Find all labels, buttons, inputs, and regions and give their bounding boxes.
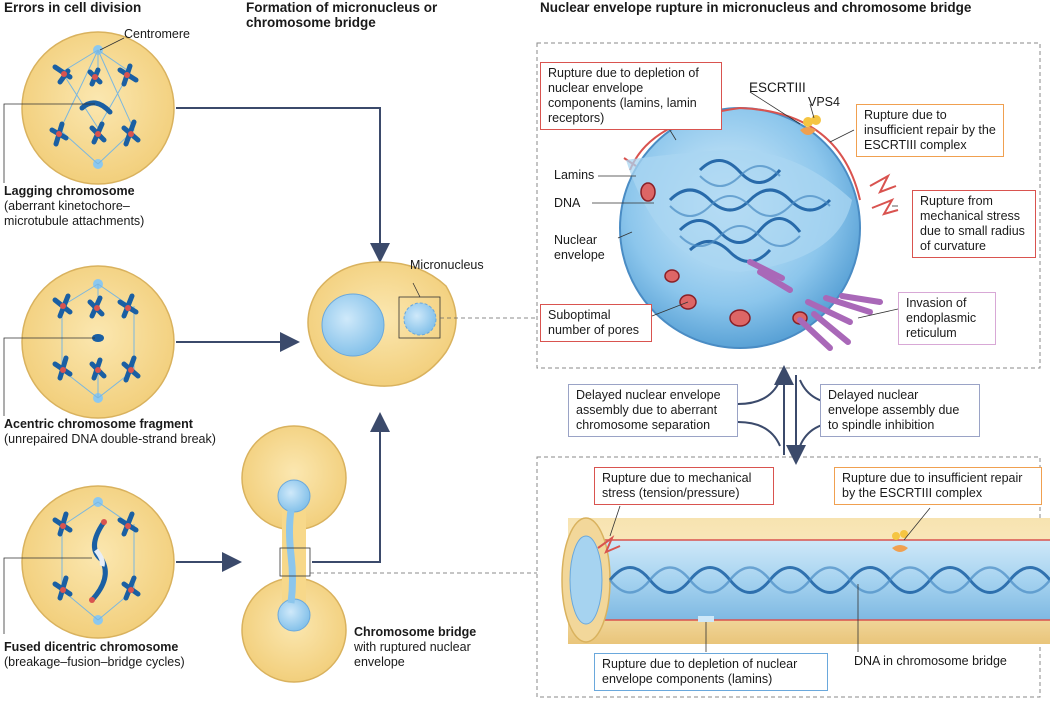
escrtiii-label: ESCRTIII <box>749 80 806 95</box>
lagging-desc: (aberrant kinetochore–microtubule attach… <box>4 199 145 228</box>
col1-pointers <box>3 37 125 634</box>
dna-bridge-label: DNA in chromosome bridge <box>854 654 1007 668</box>
lamins-label: Lamins <box>554 168 595 182</box>
cross-arrows <box>737 365 843 465</box>
bridge-desc: with ruptured nuclear envelope <box>354 640 471 669</box>
header-errors: Errors in cell division <box>4 0 142 15</box>
flow-arrows <box>176 107 390 572</box>
bridge-title: Chromosome bridge <box>354 625 477 639</box>
rupture-mechanical-box: Rupture from mechanical stress due to sm… <box>912 190 1036 258</box>
header-rupture: Nuclear envelope rupture in micronucleus… <box>540 0 972 15</box>
acentric-desc: (unrepaired DNA double-strand break) <box>4 432 216 446</box>
centromere-label: Centromere <box>124 27 190 41</box>
micronucleus-sphere <box>619 106 899 351</box>
bridge-rupture-lamins-box: Rupture due to depletion of nuclear enve… <box>594 653 828 691</box>
cell-lagging <box>21 31 175 185</box>
er-strands <box>747 259 883 351</box>
rupture-depletion-box: Rupture due to depletion of nuclear enve… <box>540 62 722 130</box>
acentric-title: Acentric chromosome fragment <box>4 417 193 431</box>
rupture-repair-box: Rupture due to insufficient repair by th… <box>856 104 1004 157</box>
nuclear-envelope-label: Nuclear envelope <box>554 233 605 262</box>
cell-acentric <box>21 265 175 419</box>
bridge-cell <box>241 425 347 683</box>
delayed-separation-box: Delayed nuclear envelope assembly due to… <box>568 384 738 437</box>
suboptimal-pores-box: Suboptimal number of pores <box>540 304 652 342</box>
bridge-rupture-mechanical-box: Rupture due to mechanical stress (tensio… <box>594 467 774 505</box>
micronucleus-cell <box>307 261 457 387</box>
cell-fused <box>21 485 175 639</box>
bridge-tube <box>561 517 1050 644</box>
delayed-spindle-box: Delayed nuclear envelope assembly due to… <box>820 384 980 437</box>
fused-desc: (breakage–fusion–bridge cycles) <box>4 655 185 669</box>
bridge-rupture-repair-box: Rupture due to insufficient repair by th… <box>834 467 1042 505</box>
lagging-title: Lagging chromosome <box>4 184 135 198</box>
micronucleus-label: Micronucleus <box>410 258 484 272</box>
vps4-label: VPS4 <box>808 95 840 109</box>
header-formation: Formation of micronucleus or chromosome … <box>246 0 438 30</box>
dna-label: DNA <box>554 196 581 210</box>
er-invasion-box: Invasion of endoplasmic reticulum <box>898 292 996 345</box>
dashed-connectors <box>310 317 537 574</box>
fused-title: Fused dicentric chromosome <box>4 640 179 654</box>
bridge-pointers <box>609 505 931 652</box>
